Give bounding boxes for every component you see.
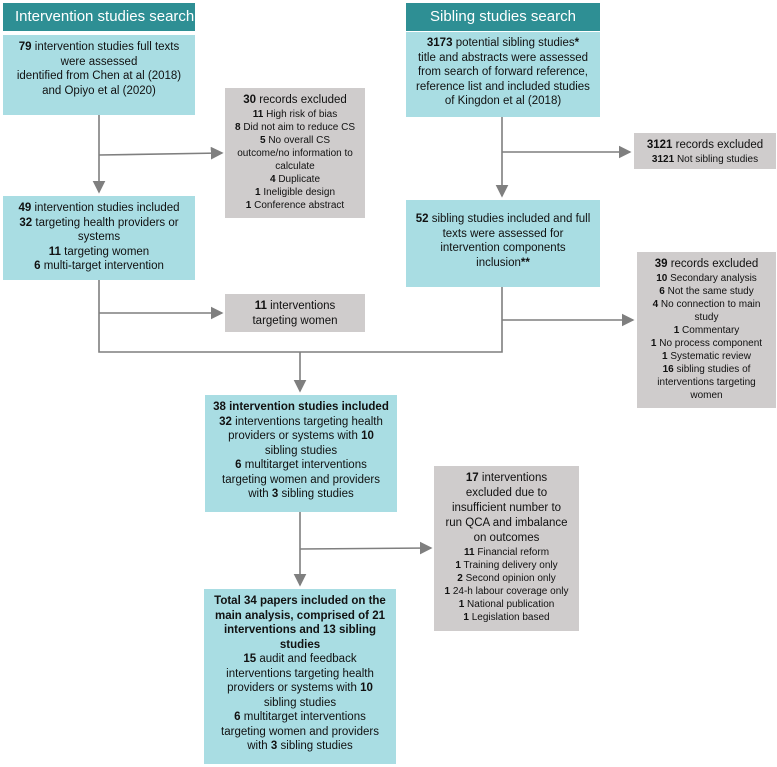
exclusion-label: calculate	[275, 161, 315, 172]
exclusion-item: 1 Legislation based	[440, 611, 573, 624]
included-52-box: 52 sibling studies included and full tex…	[406, 200, 600, 287]
sibling-search-header: Sibling studies search	[406, 3, 600, 31]
exclusion-item: 1 24-h labour coverage only	[440, 585, 573, 598]
intervention-search-box: 79 intervention studies full texts were …	[3, 35, 195, 115]
exclusion-item: 1 Conference abstract	[231, 199, 359, 212]
exclusion-label: National publication	[467, 599, 555, 610]
exclusion-count: 5	[259, 135, 266, 146]
exclusion-item: 2 Second opinion only	[440, 572, 573, 585]
exclusion-label: No overall CS	[268, 135, 331, 146]
exclusion-item: 1 Training delivery only	[440, 559, 573, 572]
exclusion-item: calculate	[231, 160, 359, 173]
exclusion-count: 1	[650, 338, 657, 349]
exclusion-count: 1	[458, 599, 465, 610]
included-38-box: 38 intervention studies included 32 inte…	[205, 395, 397, 512]
total-34-box: Total 34 papers included on the main ana…	[204, 589, 396, 764]
excluded-17-box: 17 interventions excluded due to insuffi…	[434, 466, 579, 631]
exclusion-label: Conference abstract	[254, 200, 345, 211]
exclusion-count: 1	[463, 612, 469, 623]
exclusion-item: 11 Financial reform	[440, 546, 573, 559]
exclusion-count: 16	[662, 364, 674, 375]
exclusion-label: outcome/no information to	[237, 148, 353, 159]
exclusion-label: Did not aim to reduce CS	[243, 122, 356, 133]
exclusion-item: 11 High risk of bias	[231, 108, 359, 121]
exclusion-label: Financial reform	[477, 547, 550, 558]
exclusion-label: women	[690, 390, 723, 401]
exclusion-label: Training delivery only	[463, 560, 558, 571]
exclusion-label: No connection to main	[660, 299, 761, 310]
exclusion-count: 1	[673, 325, 680, 336]
exclusion-label: sibling studies of	[676, 364, 751, 375]
exclusion-item: women	[643, 389, 770, 402]
excluded-3121-box: 3121 records excluded 3121 Not sibling s…	[634, 133, 776, 169]
exclusion-item: 6 Not the same study	[643, 285, 770, 298]
exclusion-count: 1	[662, 351, 668, 362]
exclusion-item: 1 National publication	[440, 598, 573, 611]
exclusion-label: Duplicate	[278, 174, 321, 185]
exclusion-label: Systematic review	[670, 351, 751, 362]
exclusion-item: interventions targeting	[643, 376, 770, 389]
exclusion-count: 1	[444, 586, 451, 597]
exclusion-label: Commentary	[682, 325, 740, 336]
exclusion-count: 4	[652, 299, 659, 310]
exclusion-count: 8	[234, 122, 241, 133]
exclusion-count: 1	[455, 560, 461, 571]
included-49-box: 49 intervention studies included 32 targ…	[3, 196, 195, 280]
exclusion-count: 6	[659, 286, 665, 297]
exclusion-label: Legislation based	[471, 612, 550, 623]
women-11-box: 11 interventions targeting women	[225, 294, 365, 332]
exclusion-label: Not the same study	[667, 286, 754, 297]
exclusion-label: Ineligible design	[263, 187, 336, 198]
exclusion-count: 4	[269, 174, 276, 185]
exclusion-count: 10	[656, 273, 668, 284]
exclusion-item: 1 Commentary	[643, 324, 770, 337]
exclusion-count: 11	[252, 109, 264, 120]
intervention-search-header: Intervention studies search	[3, 3, 195, 31]
exclusion-label: Second opinion only	[465, 573, 556, 584]
exclusion-count: 1	[254, 187, 261, 198]
exclusion-label: Secondary analysis	[670, 273, 757, 284]
exclusion-count: 1	[245, 200, 252, 211]
sibling-search-box: 3173 potential sibling studies* title an…	[406, 32, 600, 117]
exclusion-count: 11	[463, 547, 475, 558]
exclusion-item: outcome/no information to	[231, 147, 359, 160]
exclusion-item: 1 Ineligible design	[231, 186, 359, 199]
exclusion-count: 2	[457, 573, 463, 584]
exclusion-item: 10 Secondary analysis	[643, 272, 770, 285]
exclusion-item: 4 No connection to main	[643, 298, 770, 311]
excluded-39-box: 39 records excluded 10 Secondary analysi…	[637, 252, 776, 408]
excluded-30-box: 30 records excluded 11 High risk of bias…	[225, 88, 365, 218]
exclusion-item: 16 sibling studies of	[643, 363, 770, 376]
exclusion-item: study	[643, 311, 770, 324]
exclusion-label: study	[694, 312, 719, 323]
exclusion-item: 4 Duplicate	[231, 173, 359, 186]
exclusion-label: No process component	[659, 338, 763, 349]
exclusion-label: interventions targeting	[657, 377, 756, 388]
exclusion-item: 8 Did not aim to reduce CS	[231, 121, 359, 134]
exclusion-item: 1 No process component	[643, 337, 770, 350]
exclusion-label: 24-h labour coverage only	[452, 586, 569, 597]
exclusion-label: High risk of bias	[266, 109, 338, 120]
exclusion-item: 1 Systematic review	[643, 350, 770, 363]
exclusion-item: 5 No overall CS	[231, 134, 359, 147]
